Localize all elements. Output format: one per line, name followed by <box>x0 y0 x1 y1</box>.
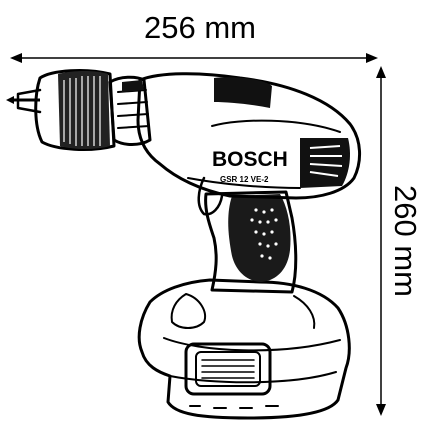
width-dimension: 256 mm <box>10 10 378 63</box>
drill-body: BOSCH GSR 12 VE-2 <box>136 72 361 200</box>
gear-selector <box>122 80 144 92</box>
width-arrow-right <box>366 53 378 63</box>
chuck-sleeve <box>58 71 110 149</box>
trigger <box>197 176 224 216</box>
battery-latch <box>170 293 206 329</box>
chuck-grip-ribs <box>63 76 101 146</box>
battery-side-edge <box>293 295 316 329</box>
drill-illustration: BOSCH GSR 12 VE-2 <box>6 69 361 420</box>
gearbox-outline <box>108 75 152 146</box>
vent-slots <box>309 145 343 177</box>
grip-texture <box>250 208 278 260</box>
vent-panel <box>300 138 350 188</box>
brand-logo: BOSCH <box>212 148 288 171</box>
direction-switch <box>214 77 272 108</box>
handle-outline <box>204 190 298 294</box>
drill-gearbox <box>108 75 152 146</box>
battery-feet <box>189 405 279 409</box>
drill-chuck <box>6 69 116 151</box>
drill-handle <box>197 176 298 294</box>
body-seam <box>211 119 341 133</box>
battery-base-line <box>169 371 337 384</box>
grip-rubber <box>228 194 291 282</box>
body-lower-seam <box>187 177 301 189</box>
battery-label-inner <box>195 351 261 387</box>
battery-pack <box>137 278 351 420</box>
height-arrow-top <box>376 66 386 78</box>
battery-rim <box>163 337 341 352</box>
width-label: 256 mm <box>144 10 256 45</box>
model-label: GSR 12 VE-2 <box>220 175 269 184</box>
battery-label-hatching <box>201 359 255 379</box>
height-arrow-bottom <box>376 404 386 416</box>
battery-outline <box>137 278 351 420</box>
width-arrow-left <box>10 53 22 63</box>
battery-label-panel <box>184 342 272 396</box>
height-label: 260 mm <box>388 185 423 297</box>
height-dimension: 260 mm <box>376 66 423 416</box>
